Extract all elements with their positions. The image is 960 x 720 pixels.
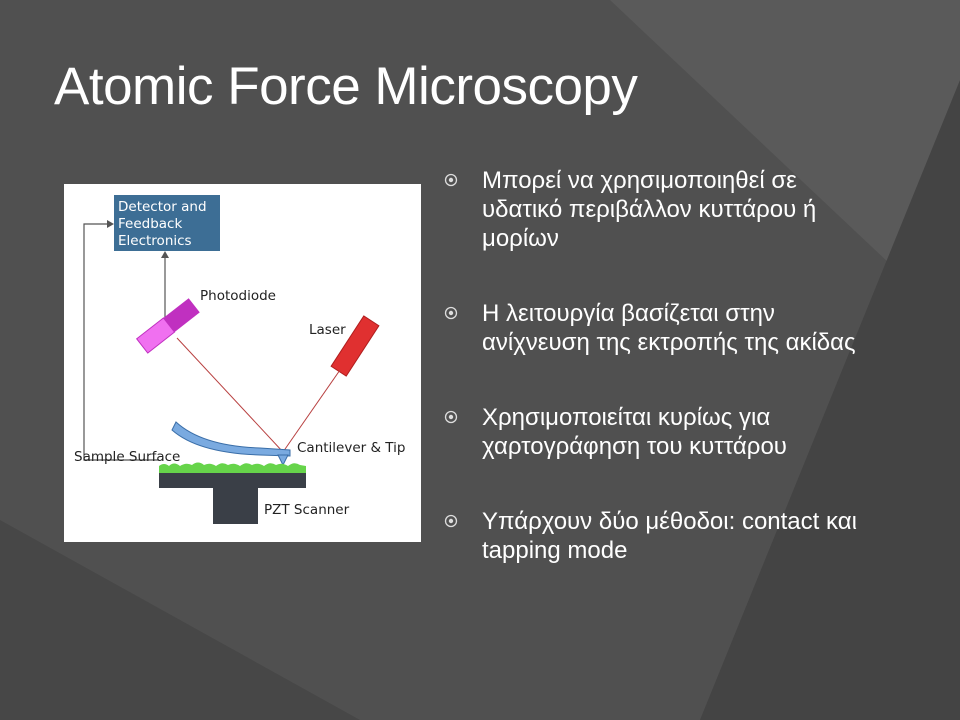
bullet-line: Υπάρχουν δύο μέθοδοι: contact και bbox=[482, 508, 857, 535]
bullet-list: Μπορεί να χρησιμοποιηθεί σε υδατικό περι… bbox=[444, 166, 944, 565]
bullet-marker-icon bbox=[444, 514, 458, 528]
sample-surface bbox=[159, 462, 306, 473]
cantilever bbox=[171, 421, 291, 457]
bullet-marker-icon bbox=[444, 410, 458, 424]
afm-diagram: Detector and Feedback Electronics Photod… bbox=[64, 184, 421, 542]
slide-title: Atomic Force Microscopy bbox=[54, 57, 638, 116]
bullet-item: Η λειτουργία βασίζεται στην ανίχνευση τη… bbox=[444, 299, 944, 357]
bullet-marker-icon bbox=[444, 306, 458, 320]
bullet-marker-icon bbox=[444, 173, 458, 187]
bullet-line: Μπορεί να χρησιμοποιηθεί σε bbox=[482, 167, 797, 194]
feedback-arrow-head bbox=[107, 220, 114, 228]
pzt-scanner-label: PZT Scanner bbox=[264, 502, 350, 518]
bullet-item: Μπορεί να χρησιμοποιηθεί σε υδατικό περι… bbox=[444, 166, 944, 253]
bullet-line: Χρησιμοποιείται κυρίως για bbox=[482, 404, 771, 431]
bullet-item: Χρησιμοποιείται κυρίως για χαρτογράφηση … bbox=[444, 403, 944, 461]
scanner-stem bbox=[213, 488, 258, 524]
sample-surface-label: Sample Surface bbox=[74, 449, 180, 465]
detector-label-line-1: Detector and bbox=[118, 199, 207, 215]
bullet-item: Υπάρχουν δύο μέθοδοι: contact και tappin… bbox=[444, 507, 944, 565]
detector-label-line-3: Electronics bbox=[118, 233, 192, 249]
bullet-line: Η λειτουργία βασίζεται στην bbox=[482, 300, 775, 327]
photodiode-label: Photodiode bbox=[200, 288, 276, 304]
cantilever-tip bbox=[277, 454, 289, 467]
bullet-line: χαρτογράφηση του κυττάρου bbox=[482, 433, 787, 460]
signal-arrow-head bbox=[161, 251, 169, 258]
afm-diagram-svg: Detector and Feedback Electronics Photod… bbox=[74, 195, 405, 524]
laser-label: Laser bbox=[309, 322, 346, 338]
detector-label-line-2: Feedback bbox=[118, 216, 182, 232]
bullet-line: μορίων bbox=[482, 225, 559, 252]
feedback-loop-line bbox=[83, 223, 159, 461]
detector-box bbox=[114, 195, 220, 251]
reflected-beam bbox=[176, 337, 284, 453]
bullet-line: ανίχνευση της εκτροπής της ακίδας bbox=[482, 329, 856, 356]
photodiode bbox=[135, 298, 200, 354]
cantilever-label: Cantilever & Tip bbox=[297, 440, 405, 456]
incident-beam bbox=[282, 369, 341, 453]
bullet-line: tapping mode bbox=[482, 537, 628, 564]
scanner-plate bbox=[159, 473, 306, 488]
bullet-line: υδατικό περιβάλλον κυττάρου ή bbox=[482, 196, 817, 223]
